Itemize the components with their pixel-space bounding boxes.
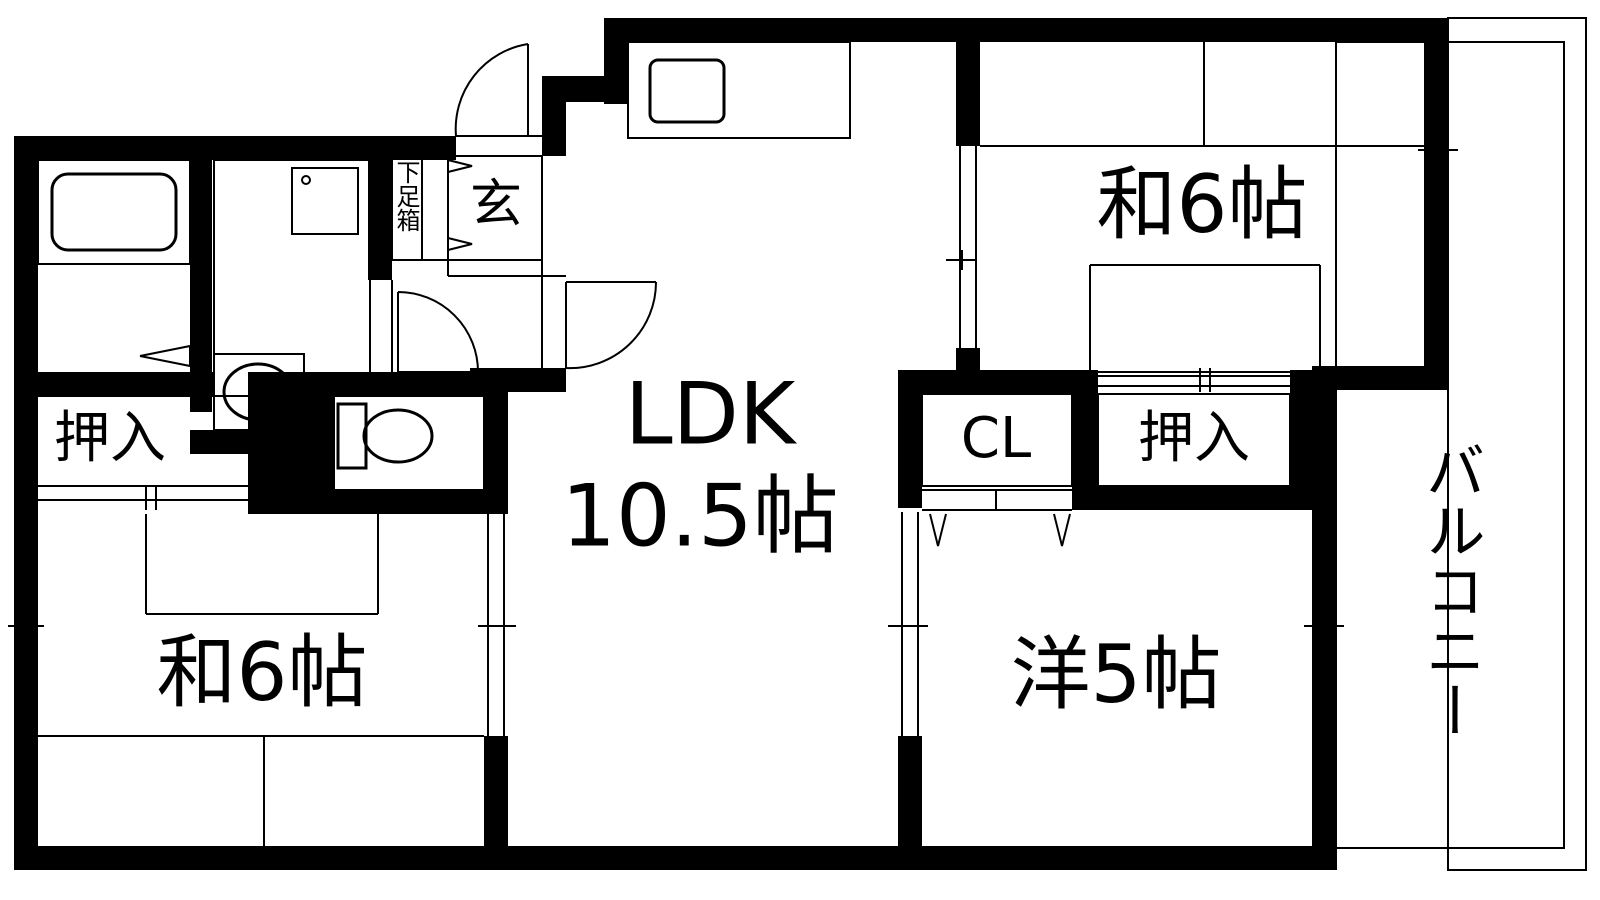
room-label-balcony: バルコニー xyxy=(1415,440,1485,740)
room-label-genkan: 玄 xyxy=(470,175,522,235)
bathtub-basin xyxy=(50,172,178,252)
balcony-outline xyxy=(1447,17,1587,871)
room-label-oshiire-left: 押入 xyxy=(54,406,166,471)
kitchen-sink xyxy=(648,58,726,124)
room-label-closet: CL xyxy=(961,406,1031,471)
detail-lines xyxy=(8,17,1587,871)
room-label-ldk-area: 10.5帖 xyxy=(561,466,838,566)
bathtub-outline xyxy=(37,159,191,265)
room-label-oshiire-right: 押入 xyxy=(1138,406,1250,471)
room-label-yoshitsu: 洋5帖 xyxy=(1011,628,1222,721)
room-label-washitsu-sw: 和6帖 xyxy=(157,626,368,719)
interior-walls xyxy=(14,18,1448,870)
room-label-ldk: LDK xyxy=(625,364,798,464)
washer-pan xyxy=(291,167,359,235)
kitchen-counter xyxy=(627,41,851,139)
room-labels: 和6帖 和6帖 LDK 10.5帖 洋5帖 玄 下足箱 CL 押入 押入 バルコ… xyxy=(54,158,1485,740)
washbasin-bowl xyxy=(222,362,294,422)
room-label-getabako: 下足箱 xyxy=(392,160,420,232)
toilet-bowl xyxy=(362,408,434,464)
room-label-washitsu-ne: 和6帖 xyxy=(1097,158,1308,251)
